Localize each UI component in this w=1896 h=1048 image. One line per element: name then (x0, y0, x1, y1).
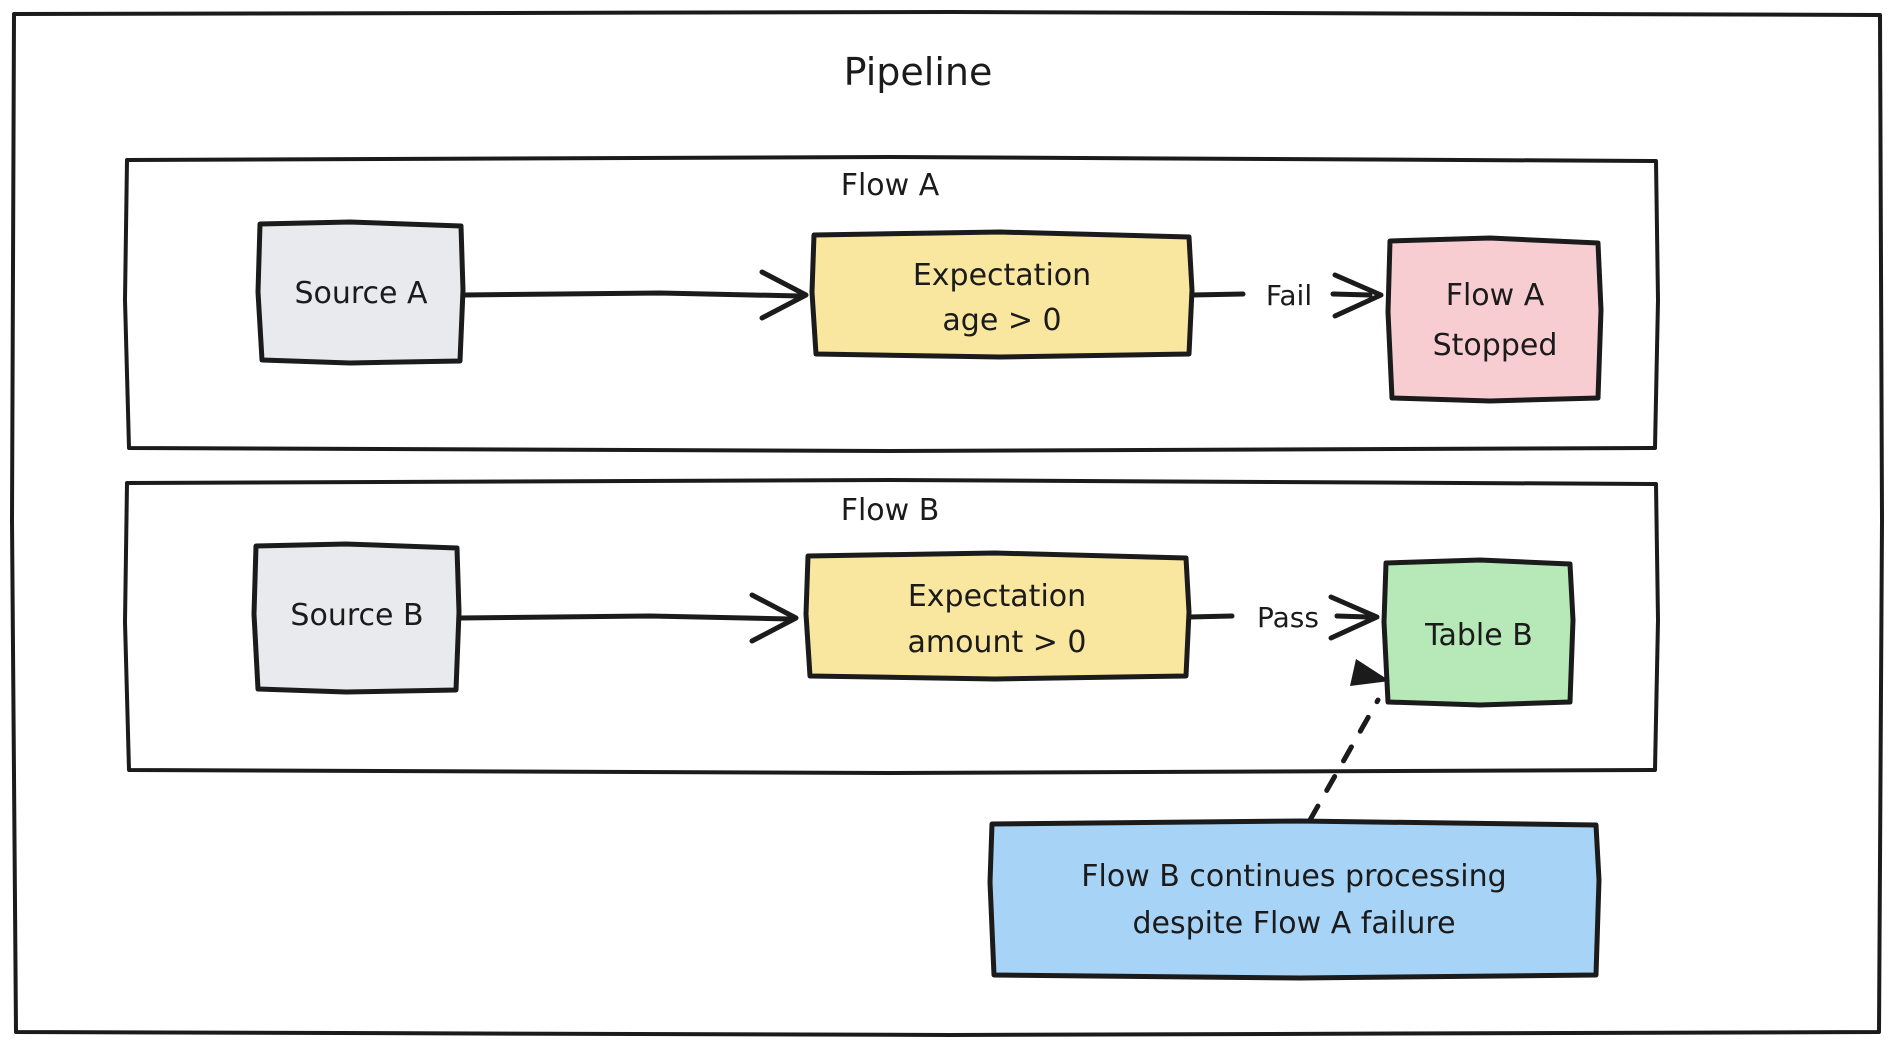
pipeline-border (10, 10, 1884, 1037)
edge-expectation-b-to-table-b: Pass (1186, 594, 1380, 641)
note-flow-b-line1: Flow B continues processing (1081, 859, 1506, 894)
edge-source-b-to-expectation-b (456, 592, 799, 644)
edge-line-right (1334, 613, 1371, 620)
arrow-head-icon (1350, 659, 1390, 686)
edge-source-a-to-expectation-a (460, 269, 809, 321)
note-flow-b-box (987, 818, 1602, 981)
expectation-a-box (809, 229, 1195, 360)
table-b-label: Table B (1424, 618, 1533, 653)
node-expectation-a[interactable]: Expectation age > 0 (809, 229, 1195, 360)
edge-line-left (1186, 613, 1235, 620)
pipeline-title: Pipeline (844, 50, 993, 94)
expectation-b-label-line2: amount > 0 (907, 625, 1086, 660)
flow-a-stopped-box (1385, 235, 1604, 404)
note-flow-b-line2: despite Flow A failure (1132, 906, 1455, 941)
source-b-box (251, 541, 462, 695)
pipeline-container (10, 10, 1884, 1037)
expectation-b-label-line1: Expectation (908, 579, 1086, 614)
edge-label-fail: Fail (1266, 279, 1312, 312)
edge-dashed-line (1307, 697, 1381, 823)
edge-line-left (1189, 291, 1246, 298)
node-table-b[interactable]: Table B (1381, 557, 1576, 708)
arrow-head-icon (749, 592, 799, 644)
edge-line (460, 290, 803, 299)
source-a-box (255, 219, 466, 366)
table-b-box (1381, 557, 1576, 708)
arrow-head-icon (1332, 272, 1384, 319)
source-b-label: Source B (290, 598, 423, 633)
edge-label-pass: Pass (1257, 601, 1319, 634)
flow-b-group: Flow B (123, 478, 1660, 775)
flow-a-stopped-label-line2: Stopped (1433, 328, 1558, 363)
node-source-b[interactable]: Source B (251, 541, 462, 695)
expectation-b-box (803, 550, 1192, 682)
expectation-a-label-line2: age > 0 (942, 303, 1061, 338)
node-flow-a-stopped[interactable]: Flow A Stopped (1385, 235, 1604, 404)
flow-b-label: Flow B (841, 493, 940, 528)
flow-a-border (123, 155, 1660, 453)
node-expectation-b[interactable]: Expectation amount > 0 (803, 550, 1192, 682)
arrow-head-icon (759, 269, 809, 321)
flow-a-group: Flow A (123, 155, 1660, 453)
flow-a-stopped-label-line1: Flow A (1446, 278, 1545, 313)
source-a-label: Source A (294, 276, 428, 311)
flow-b-border (123, 478, 1660, 775)
note-flow-b-group[interactable]: Flow B continues processing despite Flow… (987, 818, 1602, 981)
flow-a-label: Flow A (841, 168, 940, 203)
edge-line-right (1330, 291, 1373, 298)
edge-line (456, 613, 793, 622)
expectation-a-label-line1: Expectation (913, 258, 1091, 293)
arrow-head-icon (1328, 594, 1380, 641)
node-source-a[interactable]: Source A (255, 219, 466, 366)
edge-expectation-a-to-flow-a-stopped: Fail (1189, 272, 1384, 319)
edge-note-to-table-b (1307, 659, 1390, 823)
